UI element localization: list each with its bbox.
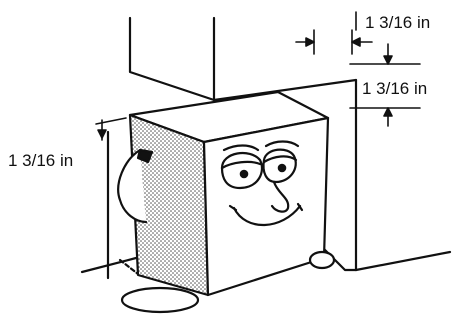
box-face — [220, 140, 304, 227]
dimension-label-right-middle: 1 3/16 in — [362, 79, 427, 98]
wall-lines — [80, 130, 140, 280]
cabinet-outline — [128, 16, 452, 272]
dimension-left — [95, 117, 127, 141]
dimension-top-right — [295, 11, 373, 55]
dimension-label-top-right: 1 3/16 in — [365, 13, 430, 32]
box-feet — [120, 250, 336, 314]
dimension-right-middle — [349, 43, 421, 127]
dimension-label-left: 1 3/16 in — [8, 151, 73, 170]
box-arm — [117, 148, 148, 224]
box-front-face — [202, 116, 330, 297]
